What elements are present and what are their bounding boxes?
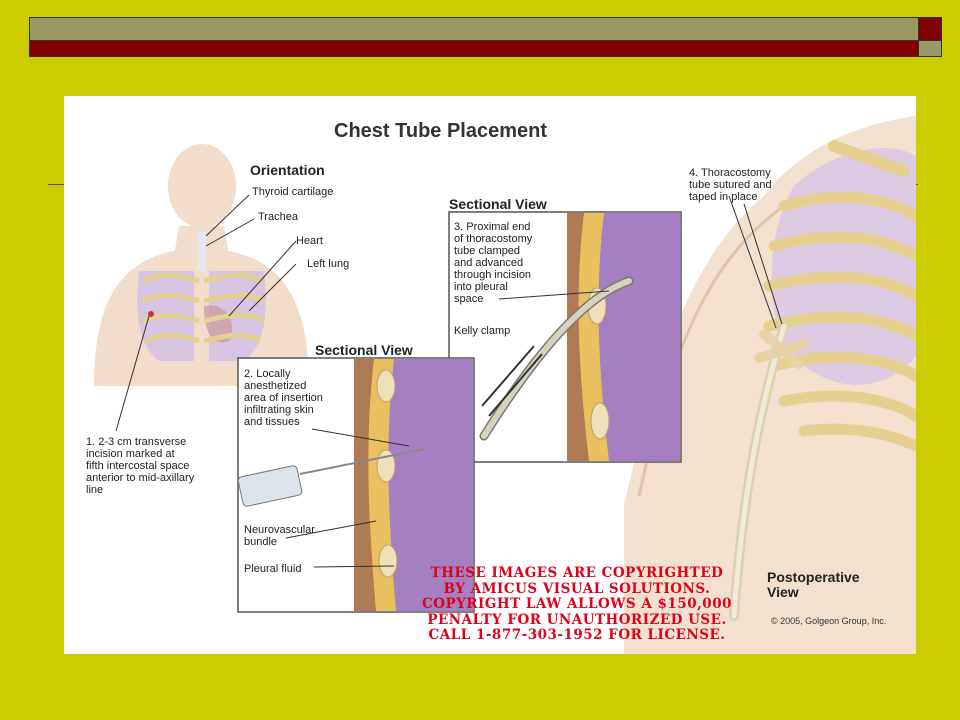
thyroid-cartilage-label: Thyroid cartilage bbox=[252, 186, 334, 198]
postoperative-view-heading: Postoperative View bbox=[767, 569, 860, 600]
header-square-olive bbox=[918, 40, 942, 57]
copyright-watermark: These images are copyrighted by Amicus V… bbox=[422, 565, 732, 643]
header-square-maroon bbox=[918, 17, 942, 41]
neurovascular-bundle-label: Neurovascular bundle bbox=[244, 524, 315, 548]
chest-tube-illustration: Chest Tube Placement Orientation Thyroid… bbox=[64, 96, 916, 654]
step-1-label: 1. 2-3 cm transverse incision marked at … bbox=[86, 436, 195, 496]
copyright-credit: © 2005, Golgeon Group, Inc. bbox=[771, 616, 887, 626]
orientation-body bbox=[94, 144, 309, 386]
trachea-label: Trachea bbox=[258, 211, 298, 223]
header-bar-maroon bbox=[29, 40, 919, 57]
sectional-view-3-panel bbox=[448, 211, 682, 463]
illustration-artwork bbox=[94, 116, 916, 654]
postoperative-body bbox=[624, 116, 916, 654]
heart-label: Heart bbox=[296, 235, 323, 247]
sectional-view-2-heading: Sectional View bbox=[315, 342, 413, 358]
step-4-label: 4. Thoracostomy tube sutured and taped i… bbox=[689, 167, 772, 203]
sectional-view-2-panel bbox=[237, 357, 475, 613]
orientation-heading: Orientation bbox=[250, 162, 325, 178]
pleural-fluid-label: Pleural fluid bbox=[244, 563, 302, 575]
sectional-view-3-heading: Sectional View bbox=[449, 196, 547, 212]
step-3-label: 3. Proximal end of thoracostomy tube cla… bbox=[454, 221, 533, 305]
header-bar-olive bbox=[29, 17, 919, 41]
figure-title: Chest Tube Placement bbox=[334, 120, 548, 142]
step-2-label: 2. Locally anesthetized area of insertio… bbox=[244, 368, 323, 428]
kelly-clamp-label: Kelly clamp bbox=[454, 325, 511, 337]
left-lung-label: Left lung bbox=[307, 258, 350, 270]
